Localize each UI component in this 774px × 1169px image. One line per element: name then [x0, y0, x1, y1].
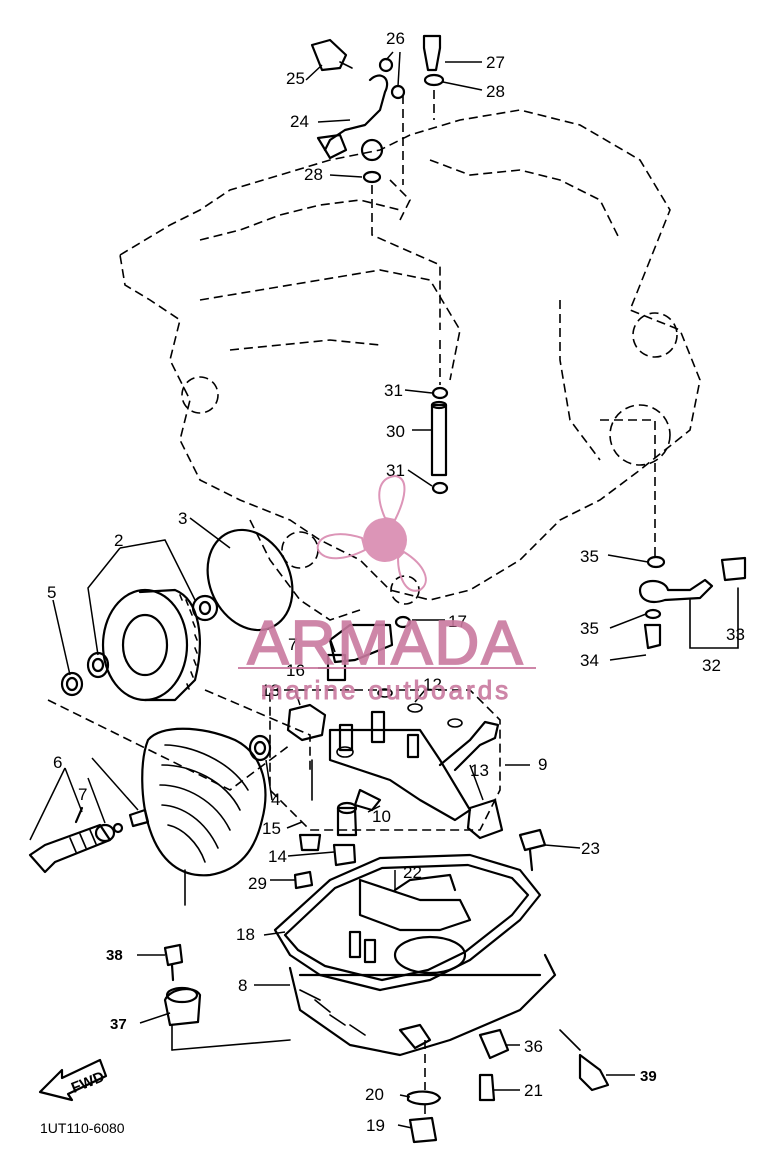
watermark-tagline: marine outboards	[261, 675, 511, 705]
part-label-27: 27	[486, 53, 505, 72]
part-label-23: 23	[581, 839, 600, 858]
watermark-brand: ARMADA	[247, 609, 524, 678]
oil-pipe-30	[430, 340, 449, 495]
part-label-6: 6	[53, 753, 62, 772]
part-label-14: 14	[268, 847, 287, 866]
part-label-17: 17	[448, 612, 467, 631]
part-label-30: 30	[386, 422, 405, 441]
part-label-5: 5	[47, 583, 56, 602]
part-label-35-bottom: 35	[580, 619, 599, 638]
part-label-19: 19	[366, 1116, 385, 1135]
oil-delivery-pipe-group	[310, 34, 445, 330]
part-label-28-mid: 28	[304, 165, 323, 184]
part-label-3: 3	[178, 509, 187, 528]
part-label-8: 8	[238, 976, 247, 995]
part-label-12: 12	[423, 675, 442, 694]
part-label-39: 39	[640, 1068, 657, 1085]
part-label-22: 22	[403, 863, 422, 882]
part-label-33: 33	[726, 625, 745, 644]
part-label-31-bottom: 31	[386, 461, 405, 480]
propeller-logo-icon	[316, 474, 427, 592]
oil-level-switch-group	[600, 419, 747, 650]
leader-lines	[29, 51, 649, 1129]
part-label-26: 26	[386, 29, 405, 48]
armada-watermark: ARMADA marine outboards	[238, 474, 536, 706]
part-label-29: 29	[248, 874, 267, 893]
part-label-13-right: 13	[470, 761, 489, 780]
part-label-4: 4	[271, 790, 280, 809]
part-label-13-left: 13	[261, 681, 280, 700]
part-label-37: 37	[110, 1016, 127, 1033]
part-label-18: 18	[236, 925, 255, 944]
part-label-28-top: 28	[486, 82, 505, 101]
drawing-code: 1UT110-6080	[40, 1120, 125, 1136]
engine-block-outline	[119, 109, 701, 621]
part-label-38: 38	[106, 947, 123, 964]
part-label-35-top: 35	[580, 547, 599, 566]
part-label-2: 2	[114, 531, 123, 550]
part-label-31-top: 31	[384, 381, 403, 400]
oil-pump-assembly	[269, 615, 504, 890]
part-label-7-right: 7	[288, 635, 297, 654]
part-label-15: 15	[262, 819, 281, 838]
part-label-9: 9	[538, 755, 547, 774]
part-label-20: 20	[365, 1085, 384, 1104]
part-label-25: 25	[286, 69, 305, 88]
drain-fitting-group	[163, 943, 291, 1051]
part-label-21: 21	[524, 1081, 543, 1100]
direction-arrow-icon: FWD	[38, 1058, 108, 1102]
part-label-24: 24	[290, 112, 309, 131]
part-label-7-left: 7	[78, 785, 87, 804]
part-labels: 25 26 27 28 24 28 31 30 31 3 2 5 7 16 17…	[40, 29, 745, 1136]
filter-cover	[28, 727, 272, 906]
part-label-32: 32	[702, 656, 721, 675]
part-label-16: 16	[286, 661, 305, 680]
part-label-34: 34	[580, 651, 599, 670]
part-label-10: 10	[372, 807, 391, 826]
oil-pan	[273, 828, 610, 1144]
part-label-36: 36	[524, 1037, 543, 1056]
